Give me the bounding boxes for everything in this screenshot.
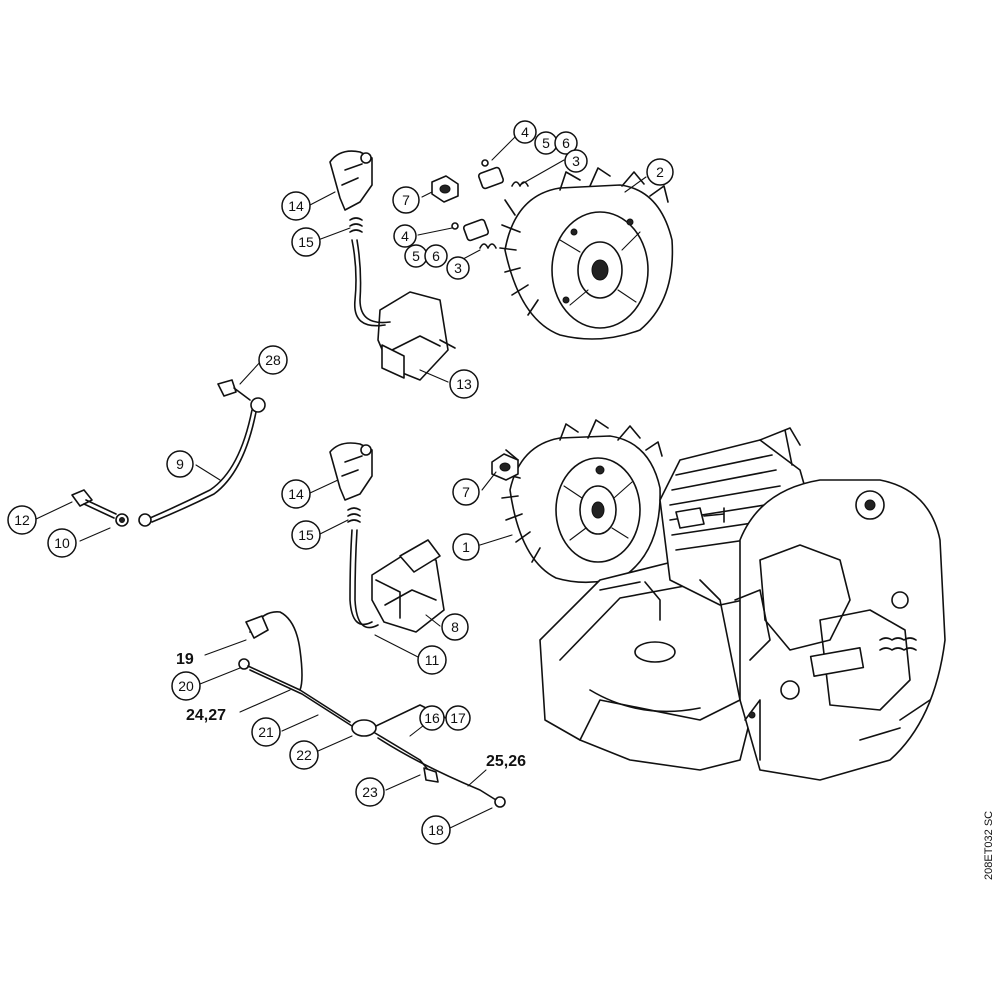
svg-text:22: 22 (296, 747, 312, 763)
drawing-reference: 208ET032 SC (983, 811, 995, 880)
ground-wire (138, 379, 266, 527)
nut-middle (491, 453, 519, 481)
svg-text:16: 16 (424, 710, 440, 726)
callout-3-top: 3 (564, 149, 588, 173)
svg-text:4: 4 (521, 124, 529, 140)
wire-harness (238, 611, 506, 808)
callout-7-middle: 7 (452, 478, 480, 506)
svg-text:5: 5 (542, 135, 550, 151)
svg-text:3: 3 (572, 153, 580, 169)
flywheel-middle (501, 419, 663, 584)
svg-text:4: 4 (401, 228, 409, 244)
ignition-module-top (329, 150, 456, 381)
svg-text:6: 6 (432, 248, 440, 264)
callout-16: 16 (419, 705, 445, 731)
callout-23: 23 (355, 777, 385, 807)
svg-text:8: 8 (451, 619, 459, 635)
svg-text:3: 3 (454, 260, 462, 276)
callout-2: 2 (646, 158, 674, 186)
pawl-assembly-top (477, 159, 529, 190)
callout-15-middle: 15 (291, 520, 321, 550)
callout-22: 22 (289, 740, 319, 770)
flywheel-top (499, 167, 674, 340)
svg-text:9: 9 (176, 456, 184, 472)
svg-text:7: 7 (462, 484, 470, 500)
svg-text:11: 11 (425, 652, 440, 668)
svg-text:14: 14 (288, 198, 304, 214)
svg-text:14: 14 (288, 486, 304, 502)
callout-13: 13 (449, 369, 479, 399)
svg-text:17: 17 (450, 710, 466, 726)
svg-text:2: 2 (656, 164, 664, 180)
svg-text:21: 21 (258, 724, 274, 740)
callout-5-middle: 5 (404, 244, 428, 268)
svg-text:18: 18 (428, 822, 444, 838)
svg-text:13: 13 (456, 376, 472, 392)
callout-11: 11 (417, 645, 447, 675)
svg-text:5: 5 (412, 248, 420, 264)
callout-14-middle: 14 (281, 479, 311, 509)
svg-text:28: 28 (265, 352, 281, 368)
callout-3-middle: 3 (446, 256, 470, 280)
callout-15-top: 15 (291, 227, 321, 257)
callout-12: 12 (7, 505, 37, 535)
svg-text:15: 15 (298, 234, 314, 250)
label-19: 19 (176, 651, 194, 668)
callout-5-top: 5 (534, 131, 558, 155)
callout-6-top: 6 (554, 131, 578, 155)
callout-9: 9 (166, 450, 194, 478)
pawl-assembly-middle (451, 218, 497, 249)
engine-crankcase (539, 427, 946, 781)
callout-6-middle: 6 (424, 244, 448, 268)
svg-text:7: 7 (402, 192, 410, 208)
callout-18: 18 (421, 815, 451, 845)
svg-text:10: 10 (54, 535, 70, 551)
svg-text:6: 6 (562, 135, 570, 151)
callout-1: 1 (452, 533, 480, 561)
label-24-27: 24,27 (186, 707, 226, 724)
ignition-module-middle (329, 442, 445, 633)
svg-text:20: 20 (178, 678, 194, 694)
callout-21: 21 (251, 717, 281, 747)
callout-28: 28 (258, 345, 288, 375)
label-25-26: 25,26 (486, 753, 526, 770)
svg-text:23: 23 (362, 784, 378, 800)
svg-text:12: 12 (14, 512, 30, 528)
callout-8: 8 (441, 613, 469, 641)
callout-4-middle: 4 (393, 224, 417, 248)
svg-text:1: 1 (462, 539, 470, 555)
screw-and-washer (71, 489, 129, 527)
callout-14-top: 14 (281, 191, 311, 221)
nut-top (431, 175, 459, 203)
callout-4-top: 4 (513, 120, 537, 144)
callout-7-top: 7 (392, 186, 420, 214)
callout-10: 10 (47, 528, 77, 558)
callout-17: 17 (445, 705, 471, 731)
svg-text:15: 15 (298, 527, 314, 543)
callout-20: 20 (171, 671, 201, 701)
